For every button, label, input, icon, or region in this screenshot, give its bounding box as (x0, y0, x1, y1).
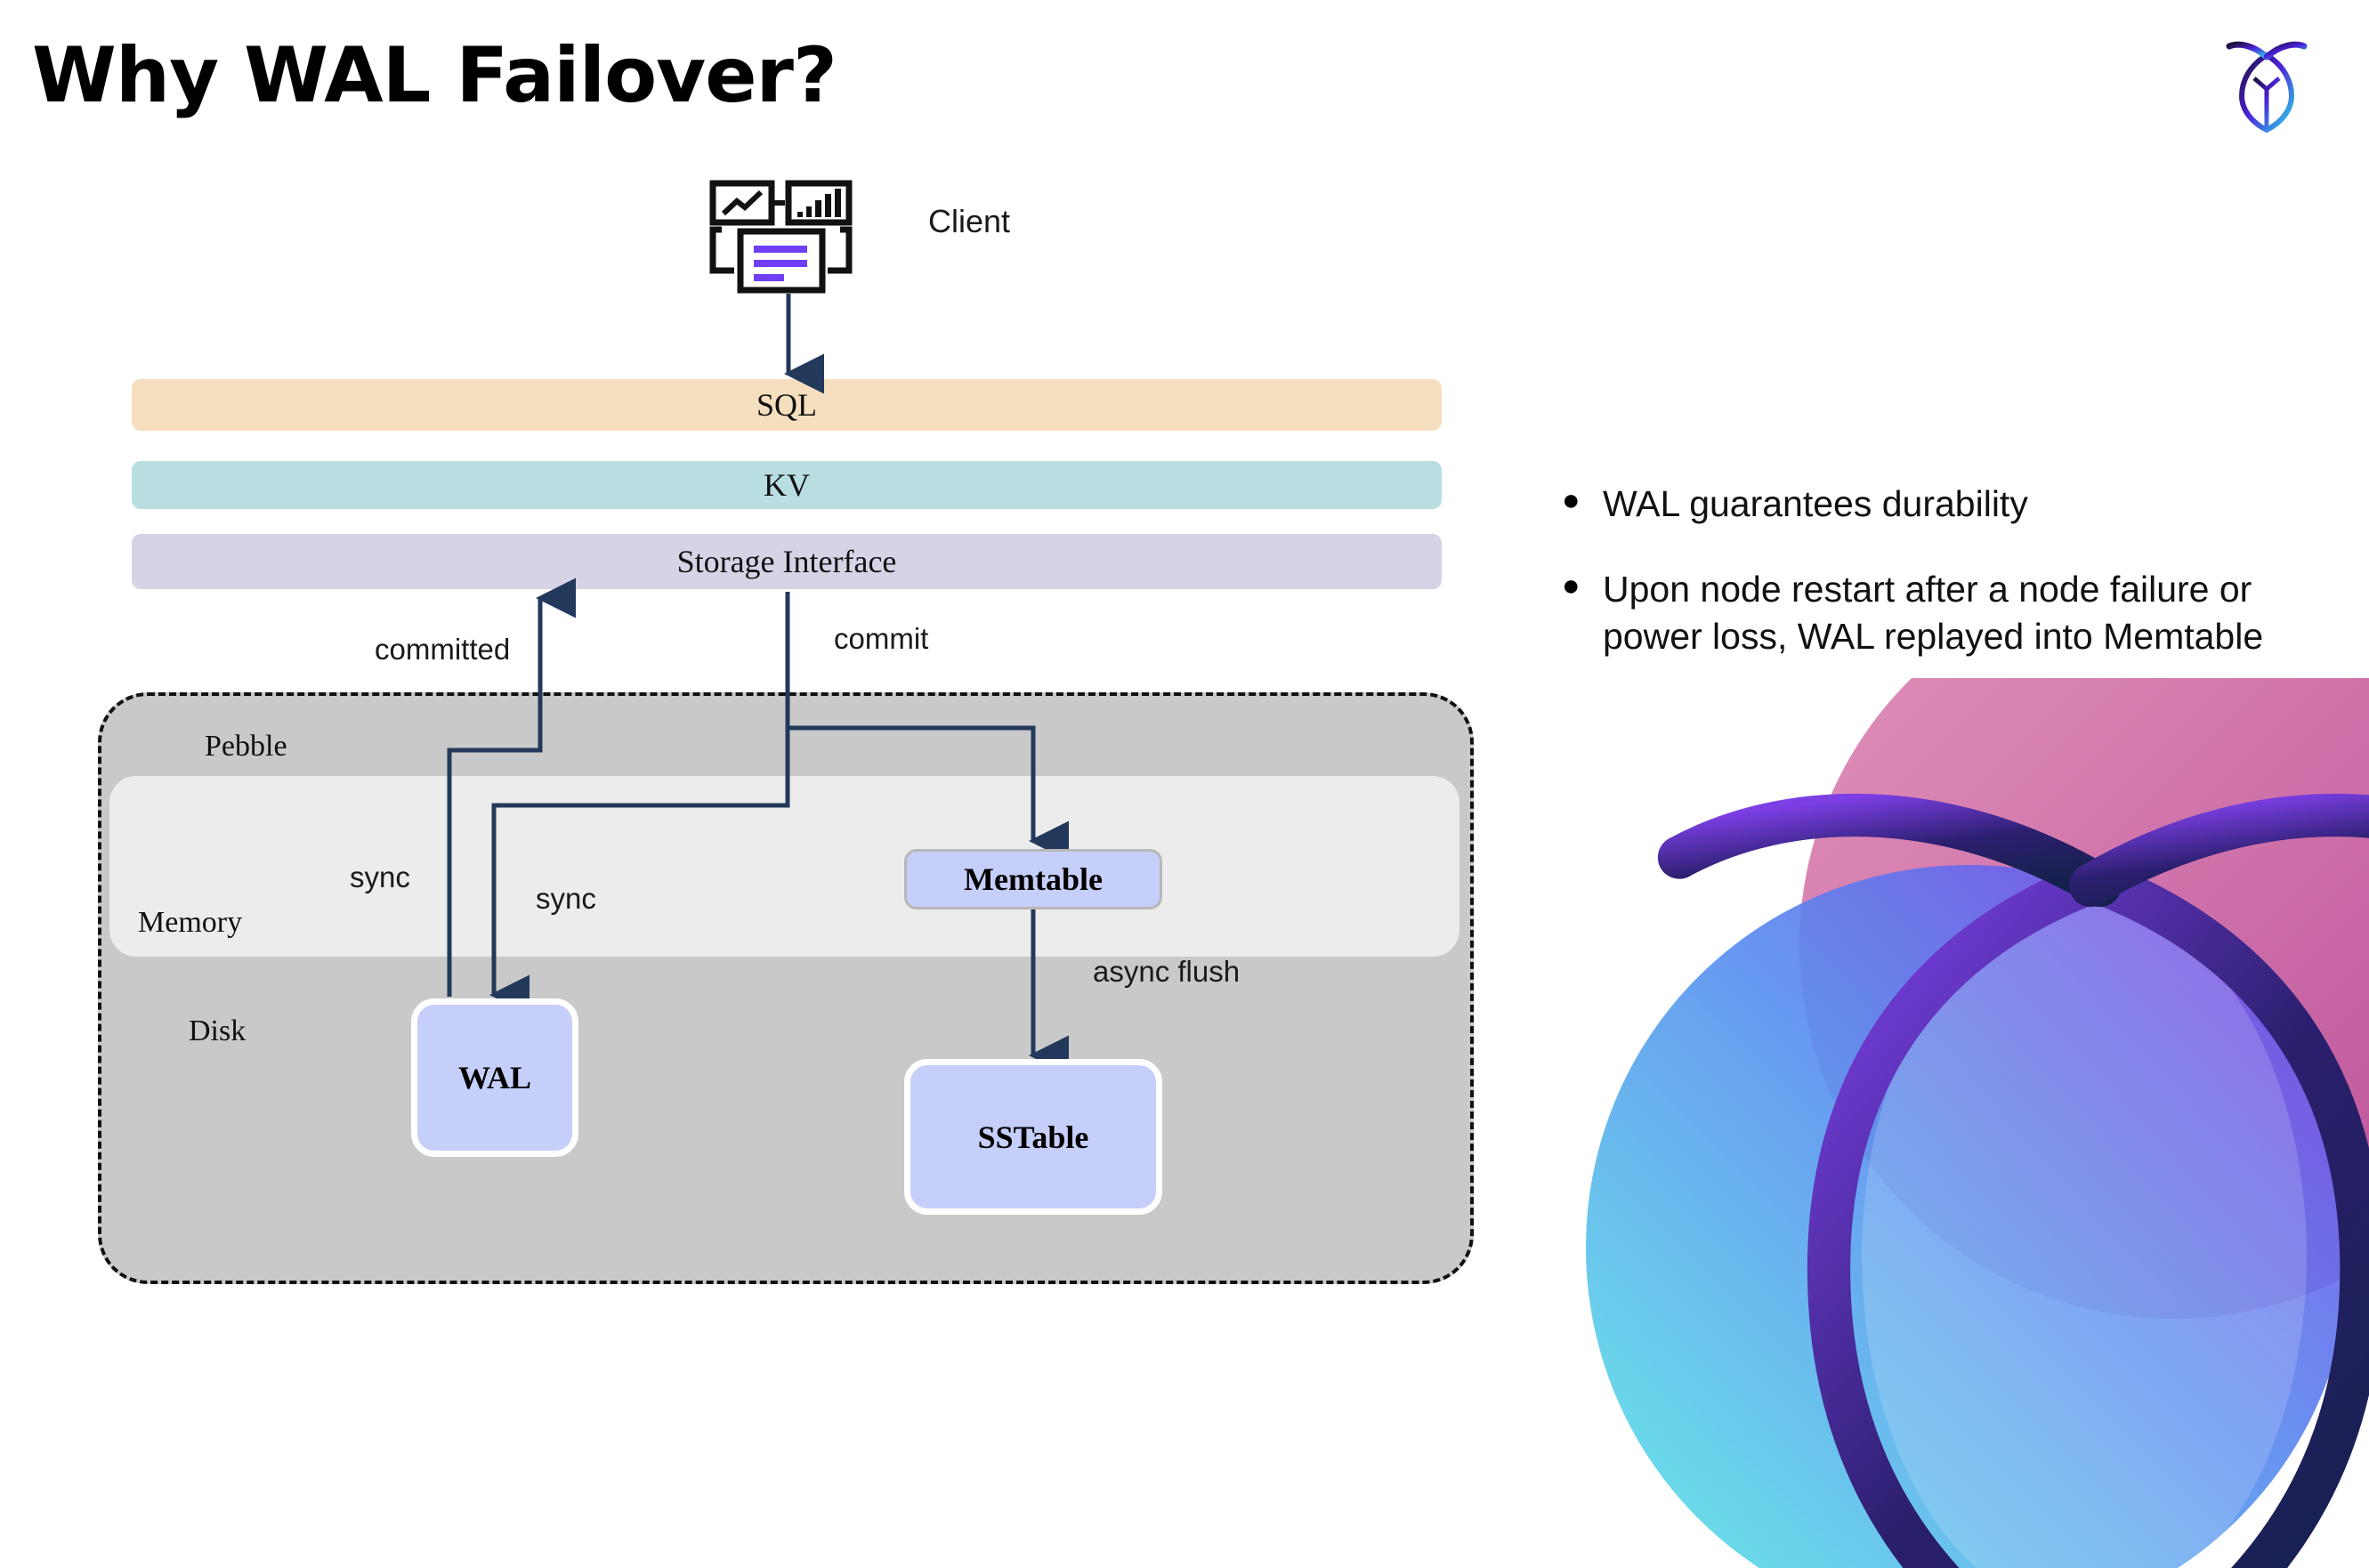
layer-storage-interface-label: Storage Interface (676, 544, 897, 579)
layer-kv-label: KV (764, 467, 810, 503)
edge-label-sync-left: sync (350, 861, 410, 893)
client-dashboard-icon (709, 180, 853, 294)
bullet-text: WAL guarantees durability (1603, 483, 2028, 524)
bullet-list: ● WAL guarantees durability ● Upon node … (1562, 481, 2309, 699)
cockroachdb-watermark-icon (1586, 678, 2369, 1568)
edge-label-commit: commit (834, 622, 929, 655)
node-memtable: Memtable (904, 849, 1162, 909)
bullet-text: Upon node restart after a node failure o… (1603, 569, 2264, 657)
edge-label-committed: committed (375, 633, 511, 666)
layer-sql-label: SQL (756, 387, 817, 423)
memory-label: Memory (138, 906, 243, 939)
list-item: ● WAL guarantees durability (1562, 481, 2309, 527)
cockroachdb-logo-icon (2226, 41, 2308, 133)
node-memtable-label: Memtable (964, 861, 1103, 897)
list-item: ● Upon node restart after a node failure… (1562, 566, 2309, 659)
node-sstable: SSTable (904, 1059, 1162, 1215)
node-sstable-label: SSTable (977, 1119, 1089, 1155)
memory-region (109, 776, 1459, 957)
edge-label-async-flush: async flush (1093, 955, 1241, 988)
edge-label-sync-right: sync (536, 882, 596, 915)
node-wal-label: WAL (457, 1060, 532, 1095)
layer-storage-interface: Storage Interface (132, 534, 1442, 589)
bullet-marker-icon: ● (1562, 483, 1581, 517)
layer-kv: KV (132, 461, 1442, 509)
pebble-label: Pebble (205, 730, 287, 763)
page-title: Why WAL Failover? (32, 31, 837, 120)
bullet-marker-icon: ● (1562, 569, 1581, 603)
disk-label: Disk (189, 1014, 247, 1047)
node-wal: WAL (411, 998, 578, 1157)
slide-canvas: Why WAL Failover? (32, 31, 2369, 1568)
layer-sql: SQL (132, 379, 1442, 431)
client-label: Client (928, 203, 1011, 239)
